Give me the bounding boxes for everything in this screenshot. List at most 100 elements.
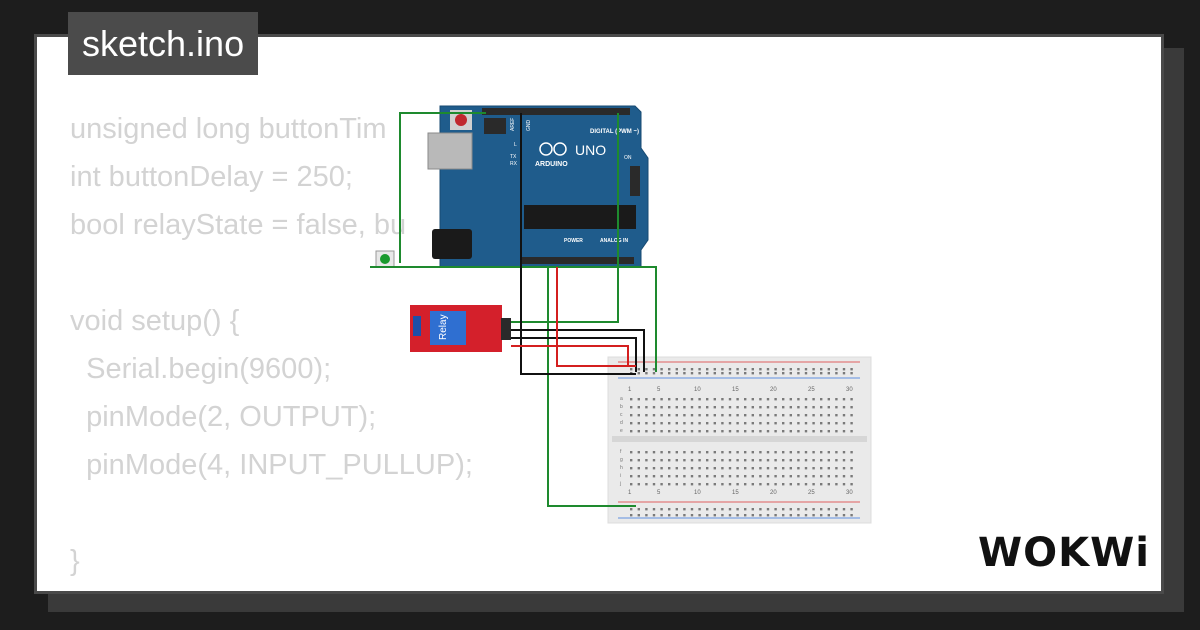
breadboard-hole (797, 430, 800, 433)
l-led-label: L (514, 142, 517, 148)
breadboard-hole (660, 372, 663, 375)
breadboard-hole (690, 483, 694, 486)
breadboard-hole (751, 467, 754, 470)
breadboard-hole (736, 406, 739, 409)
breadboard-hole (842, 398, 846, 401)
breadboard-hole (744, 414, 747, 417)
breadboard-hole (668, 422, 671, 425)
digital-header[interactable] (482, 108, 630, 115)
breadboard-hole (713, 422, 716, 425)
breadboard-hole (835, 459, 838, 462)
breadboard-hole (797, 475, 800, 478)
breadboard-hole (744, 368, 747, 371)
breadboard-hole (728, 451, 732, 454)
breadboard-hole (759, 372, 762, 375)
breadboard-hole (652, 414, 656, 417)
breadboard-hole (744, 508, 747, 511)
breadboard-hole (827, 483, 830, 486)
breadboard-hole (835, 422, 838, 425)
breadboard-hole (683, 467, 686, 470)
tx-label: TX (510, 154, 517, 160)
breadboard-hole (728, 483, 732, 486)
breadboard-hole (835, 508, 838, 511)
atmega-chip-icon (524, 205, 636, 229)
breadboard-hole (637, 406, 640, 409)
breadboard-hole (668, 459, 671, 462)
breadboard-hole (842, 508, 846, 511)
breadboard-hole (728, 430, 732, 433)
breadboard-hole (736, 398, 739, 401)
breadboard-hole (721, 398, 724, 401)
digital-label: DIGITAL (PWM ~) (590, 129, 639, 135)
breadboard-hole (652, 508, 656, 511)
breadboard-hole (721, 451, 724, 454)
breadboard-hole (706, 406, 709, 409)
breadboard-hole (660, 368, 663, 371)
breadboard-hole (660, 467, 663, 470)
breadboard-hole (774, 514, 777, 517)
breadboard-hole (759, 406, 762, 409)
col-number: 5 (657, 387, 661, 393)
relay-terminal-icon (413, 316, 421, 336)
push-button[interactable] (375, 250, 395, 268)
breadboard-hole (804, 475, 808, 478)
breadboard-hole (804, 459, 808, 462)
breadboard-hole (850, 483, 853, 486)
breadboard-hole (759, 483, 762, 486)
breadboard-hole (812, 398, 815, 401)
breadboard-hole (850, 430, 853, 433)
breadboard-hole (797, 483, 800, 486)
breadboard-hole (630, 451, 633, 454)
breadboard-hole (645, 372, 648, 375)
breadboard-hole (789, 508, 792, 511)
row-letter: a (620, 396, 623, 402)
breadboard-hole (721, 422, 724, 425)
relay-module[interactable]: Relay (410, 305, 511, 352)
breadboard-hole (668, 508, 671, 511)
breadboard-hole (683, 508, 686, 511)
breadboard-hole (690, 459, 694, 462)
breadboard-hole (652, 406, 656, 409)
breadboard-hole (660, 475, 663, 478)
push-button-cap-icon (380, 254, 390, 264)
breadboard-hole (690, 406, 694, 409)
breadboard-hole (820, 372, 823, 375)
breadboard-hole (660, 459, 663, 462)
breadboard-hole (637, 368, 640, 371)
breadboard-hole (766, 451, 770, 454)
breadboard-hole (637, 459, 640, 462)
breadboard-hole (668, 467, 671, 470)
breadboard-hole (789, 422, 792, 425)
breadboard-hole (660, 414, 663, 417)
usb-port-icon (427, 132, 473, 170)
breadboard-hole (668, 475, 671, 478)
breadboard-hole (721, 483, 724, 486)
breadboard-hole (744, 422, 747, 425)
code-line: void setup() { (70, 305, 240, 337)
breadboard-hole (789, 483, 792, 486)
code-line: int buttonDelay = 250; (70, 161, 353, 193)
breadboard-hole (683, 430, 686, 433)
power-analog-header[interactable] (522, 257, 634, 264)
breadboard-hole (652, 368, 656, 371)
wokwi-logo-icon[interactable]: WOKWi (978, 528, 1148, 578)
breadboard-hole (744, 483, 747, 486)
breadboard-hole (782, 422, 785, 425)
breadboard-hole (820, 467, 823, 470)
breadboard-hole (683, 368, 686, 371)
breadboard-hole (698, 372, 701, 375)
breadboard-hole (645, 451, 648, 454)
breadboard-hole (630, 430, 633, 433)
breadboard-hole (668, 372, 671, 375)
breadboard-hole (759, 514, 762, 517)
breadboard[interactable]: 1 5 10 15 20 25 30 1 5 10 15 20 25 30 a … (607, 356, 872, 524)
breadboard-hole (774, 459, 777, 462)
breadboard-hole (630, 398, 633, 401)
sketch-title-tab[interactable]: sketch.ino (68, 12, 259, 75)
breadboard-hole (683, 451, 686, 454)
breadboard-hole (690, 372, 694, 375)
col-number: 15 (732, 490, 739, 496)
relay-pin-header[interactable] (501, 318, 511, 340)
arduino-uno-board[interactable]: AREF GND DIGITAL (PWM ~) UNO ARDUINO L T… (427, 105, 649, 268)
